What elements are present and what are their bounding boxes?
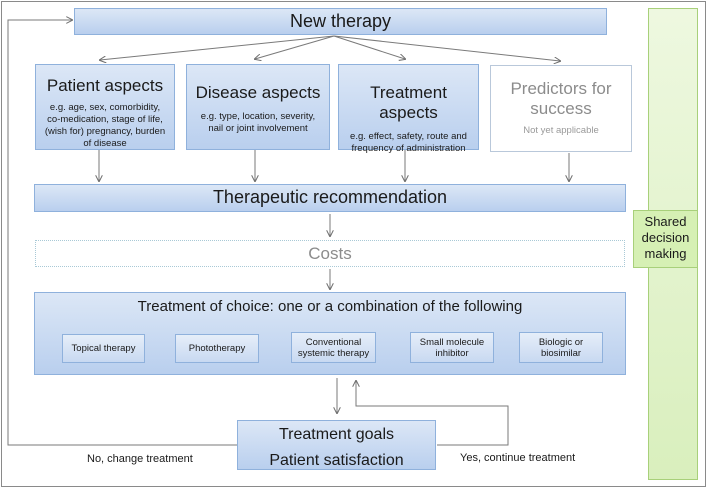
predictors-desc: Not yet applicable [523,125,599,136]
treatment-aspects-title: Treatment aspects [370,83,447,122]
option-biologic: Biologic or biosimilar [519,332,603,363]
yes-continue-label: Yes, continue treatment [460,452,576,464]
treatment-aspects-desc: e.g. effect, safety, route and frequency… [350,131,467,154]
arrow-to-disease [255,35,335,59]
patient-aspects-desc: e.g. age, sex, comorbidity, co-medicatio… [44,102,166,149]
no-change-label: No, change treatment [87,453,193,465]
goals-line1: Treatment goals [278,426,394,443]
arrow-to-treatment [333,35,405,59]
goals-line2: Patient satisfaction [269,452,404,469]
patient-aspects-box: Patient aspects e.g. age, sex, comorbidi… [35,64,175,150]
option-small-molecule: Small molecule inhibitor [410,332,494,363]
option-conventional: Conventional systemic therapy [291,332,376,363]
arrow-to-predictors [333,35,560,61]
recommendation-box: Therapeutic recommendation [34,184,626,212]
disease-aspects-title: Disease aspects [195,83,321,102]
predictors-title: Predictors for success [510,79,612,118]
treatment-choice-title: Treatment of choice: one or a combinatio… [137,298,523,315]
disease-aspects-box: Disease aspects e.g. type, location, sev… [186,64,330,150]
option-topical: Topical therapy [62,334,145,363]
new-therapy-box: New therapy [74,8,607,35]
goals-box: Treatment goals Patient satisfaction [237,420,436,470]
disease-aspects-desc: e.g. type, location, severity, nail or j… [200,111,316,134]
option-phototherapy: Phototherapy [175,334,259,363]
predictors-box: Predictors for success Not yet applicabl… [490,65,632,152]
costs-box: Costs [35,240,625,267]
shared-decision-label: Shared decision making [633,210,698,268]
patient-aspects-title: Patient aspects [46,76,164,95]
yes-loop [356,381,509,446]
no-loop [7,20,237,446]
treatment-aspects-box: Treatment aspects e.g. effect, safety, r… [338,64,479,154]
arrow-to-patient [100,35,335,60]
